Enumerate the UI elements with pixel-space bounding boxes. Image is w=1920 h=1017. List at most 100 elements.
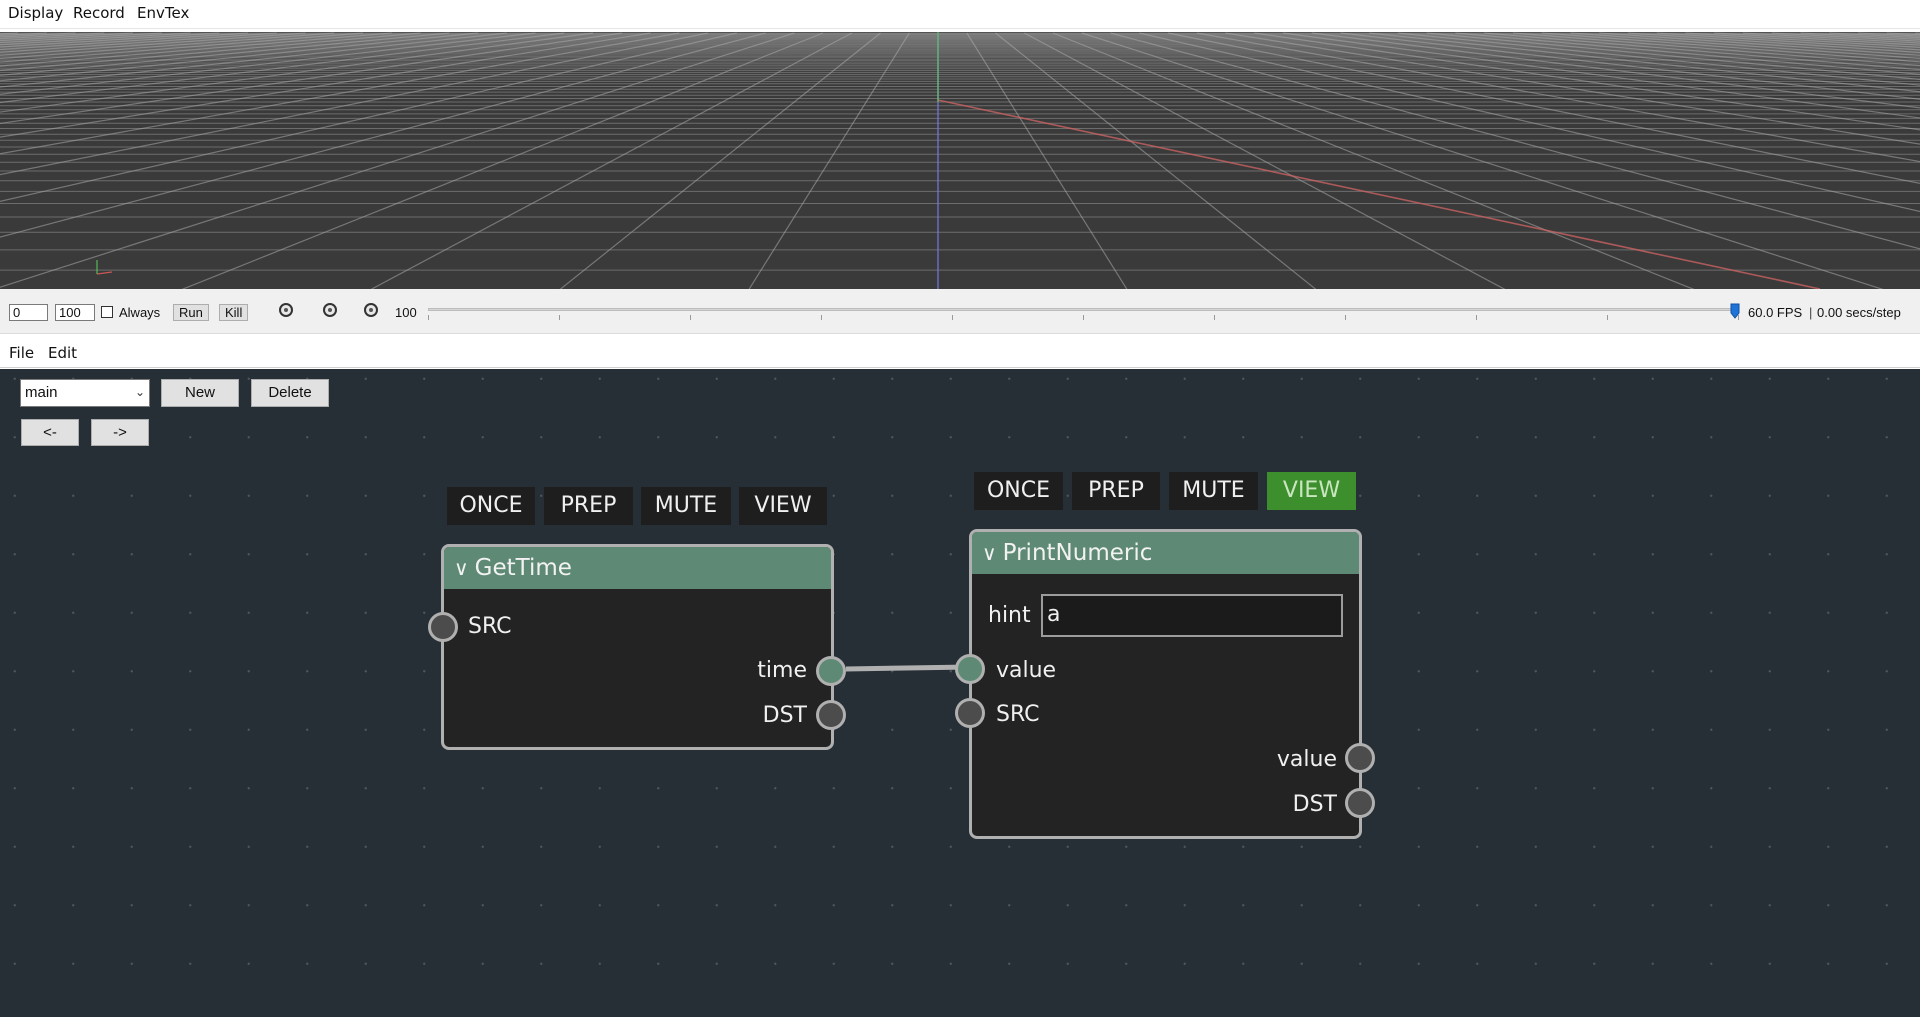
- printnumeric-src-input-port[interactable]: [955, 698, 985, 728]
- grid-line: [1081, 32, 1884, 289]
- grid-line: [0, 32, 162, 44]
- always-checkbox[interactable]: [101, 306, 113, 318]
- grid-line: [0, 32, 594, 113]
- grid-line: [1167, 32, 1920, 185]
- grid-line: [1196, 32, 1920, 163]
- gettime-mute-toggle[interactable]: MUTE: [641, 487, 731, 525]
- printnumeric-view-toggle[interactable]: VIEW: [1267, 472, 1356, 510]
- play-mode-radio-2[interactable]: [323, 303, 337, 317]
- grid-line: [0, 32, 220, 48]
- grid-line: [0, 32, 651, 138]
- grid-line: [1484, 32, 1920, 71]
- printnumeric-dst-output-port[interactable]: [1345, 788, 1375, 818]
- delete-graph-button[interactable]: Delete: [251, 379, 329, 407]
- printnumeric-hint-label: hint: [988, 603, 1031, 628]
- grid-line: [1599, 32, 1920, 56]
- gettime-dst-output-port[interactable]: [816, 700, 846, 730]
- gettime-time-output-port[interactable]: [816, 656, 846, 686]
- slider-tick: [821, 315, 822, 320]
- printnumeric-dst-label: DST: [1292, 792, 1337, 817]
- grid-line: [0, 32, 737, 203]
- printnumeric-prep-toggle[interactable]: PREP: [1072, 472, 1160, 510]
- forward-button[interactable]: ->: [91, 419, 149, 446]
- kill-button[interactable]: Kill: [219, 304, 249, 321]
- printnumeric-node-title: PrintNumeric: [1002, 540, 1153, 566]
- grid-line: [1225, 32, 1920, 145]
- grid-line: [0, 32, 680, 155]
- start-frame-input[interactable]: 0: [9, 304, 48, 321]
- grid-line: [1052, 32, 1695, 289]
- chevron-down-icon: ⌄: [134, 385, 145, 399]
- printnumeric-node-header[interactable]: ∨PrintNumeric: [972, 532, 1359, 574]
- grid-line: [1397, 32, 1920, 86]
- printnumeric-src-label: SRC: [996, 702, 1040, 727]
- grid-line: [1024, 32, 1506, 289]
- printnumeric-value-output-label: value: [1276, 747, 1337, 772]
- slider-tick: [559, 315, 560, 320]
- grid-line: [96, 271, 113, 275]
- play-mode-radio-1[interactable]: [279, 303, 293, 317]
- collapse-chevron-icon[interactable]: ∨: [454, 556, 469, 580]
- menu-file[interactable]: File: [9, 344, 35, 362]
- grid-line: [0, 32, 565, 104]
- collapse-chevron-icon[interactable]: ∨: [982, 541, 997, 565]
- menu-envtex[interactable]: EnvTex: [137, 4, 190, 22]
- gettime-node[interactable]: ∨GetTime: [441, 544, 834, 750]
- grid-line: [1110, 32, 1920, 250]
- printnumeric-value-output-port[interactable]: [1345, 743, 1375, 773]
- graph-select-value: main: [25, 384, 58, 401]
- grid-line: [0, 32, 766, 238]
- link-time-to-value: [845, 664, 971, 672]
- grid-line: [1771, 32, 1920, 42]
- gettime-node-header[interactable]: ∨GetTime: [444, 547, 831, 589]
- grid-line: [181, 32, 824, 289]
- menu-display[interactable]: Display: [8, 4, 64, 22]
- slider-thumb[interactable]: [1730, 303, 1740, 319]
- gettime-node-title: GetTime: [474, 555, 572, 581]
- grid-line: [1282, 32, 1920, 119]
- gettime-view-toggle[interactable]: VIEW: [739, 487, 827, 525]
- gettime-src-label: SRC: [468, 614, 512, 639]
- menu-edit[interactable]: Edit: [48, 344, 78, 362]
- graph-select[interactable]: main ⌄: [20, 379, 150, 407]
- slider-tick: [1476, 315, 1477, 320]
- secs-per-step-readout: 0.00 secs/step: [1817, 305, 1901, 320]
- gettime-src-input-port[interactable]: [428, 612, 458, 642]
- gettime-time-label: time: [757, 658, 807, 683]
- timeline-slider[interactable]: [428, 303, 1740, 323]
- printnumeric-node[interactable]: ∨PrintNumeric: [969, 529, 1362, 839]
- play-mode-radio-3[interactable]: [364, 303, 378, 317]
- slider-thumb-shape: [1730, 303, 1740, 319]
- grid-line: [1426, 32, 1920, 81]
- always-label: Always: [119, 305, 161, 320]
- gettime-prep-toggle[interactable]: PREP: [544, 487, 633, 525]
- end-frame-input[interactable]: 100: [55, 304, 95, 321]
- editor-menubar: File Edit: [0, 340, 1920, 368]
- grid-line: [0, 32, 507, 88]
- back-button[interactable]: <-: [21, 419, 79, 446]
- printnumeric-once-toggle[interactable]: ONCE: [974, 472, 1063, 510]
- slider-tick: [1738, 315, 1739, 320]
- printnumeric-value-input-port[interactable]: [955, 654, 985, 684]
- gettime-once-toggle[interactable]: ONCE: [447, 487, 535, 525]
- new-graph-button[interactable]: New: [161, 379, 239, 407]
- viewer-menubar: Display Record EnvTex: [0, 0, 1920, 29]
- grid-line: [1829, 32, 1920, 39]
- 3d-viewport[interactable]: [0, 32, 1920, 289]
- grid-line: [748, 32, 910, 289]
- printnumeric-hint-input[interactable]: a: [1041, 594, 1343, 637]
- perspective-grid: [0, 32, 1920, 289]
- grid-line: [937, 99, 1821, 289]
- printnumeric-mute-toggle[interactable]: MUTE: [1169, 472, 1258, 510]
- gettime-dst-label: DST: [762, 703, 807, 728]
- run-button[interactable]: Run: [173, 304, 209, 321]
- slider-tick: [428, 315, 429, 320]
- grid-line: [0, 32, 479, 82]
- grid-line: [1369, 32, 1920, 93]
- printnumeric-value-input-label: value: [996, 658, 1057, 683]
- node-editor-canvas[interactable]: [0, 369, 1920, 1017]
- grid-line: [0, 32, 622, 125]
- grid-line: [1455, 32, 1920, 75]
- menu-record[interactable]: Record: [73, 4, 125, 22]
- slider-tick: [1214, 315, 1215, 320]
